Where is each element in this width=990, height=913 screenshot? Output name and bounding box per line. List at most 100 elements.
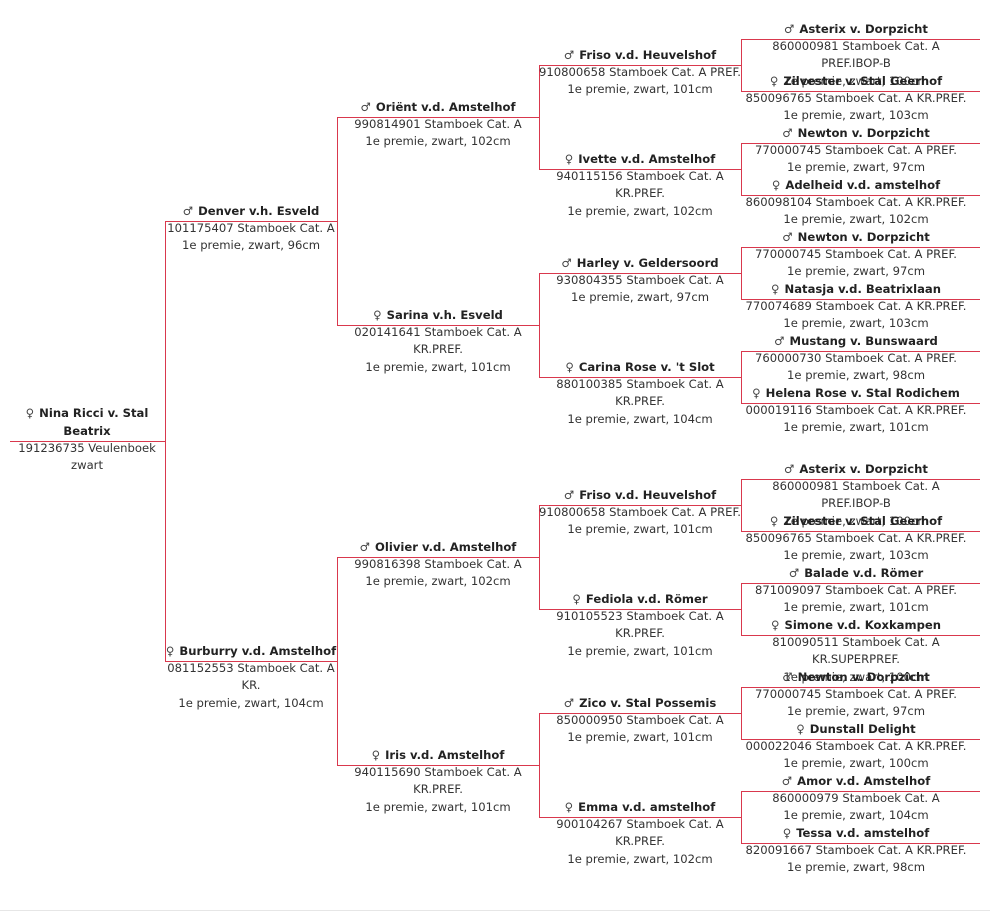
horse-detail-line: 1e premie, zwart, 104cm bbox=[567, 411, 713, 426]
horse-detail-line: KR.PREF. bbox=[615, 186, 665, 201]
horse-name-text: Asterix v. Dorpzicht bbox=[799, 21, 928, 36]
connector-horizontal bbox=[741, 479, 980, 480]
horse-name-text: Amor v.d. Amstelhof bbox=[797, 773, 931, 788]
horse-detail-line: 000019116 Stamboek Cat. A KR.PREF. bbox=[745, 403, 967, 417]
horse-name-text: Natasja v.d. Beatrixlaan bbox=[784, 281, 942, 296]
female-symbol-icon: ♀ bbox=[25, 406, 35, 421]
connector-vertical bbox=[741, 583, 742, 636]
connector-horizontal bbox=[741, 739, 980, 740]
connector-horizontal bbox=[741, 635, 980, 636]
connector-horizontal bbox=[539, 817, 742, 818]
horse-detail-line: 930804355 Stamboek Cat. A bbox=[556, 273, 724, 287]
connector-horizontal bbox=[741, 531, 980, 532]
horse-name-text: Tessa v.d. amstelhof bbox=[796, 825, 930, 840]
horse-detail-line: 1e premie, zwart, 104cm bbox=[783, 808, 929, 823]
horse-name: ♀Carina Rose v. 't Slot bbox=[539, 359, 741, 376]
horse-detail-line: 101175407 Stamboek Cat. A bbox=[167, 221, 335, 235]
connector-vertical bbox=[539, 273, 540, 378]
horse-name-text: Burburry v.d. Amstelhof bbox=[179, 643, 337, 658]
connector-vertical bbox=[165, 221, 166, 662]
connector-vertical bbox=[741, 143, 742, 196]
male-symbol-icon: ♂ bbox=[784, 21, 795, 36]
female-symbol-icon: ♀ bbox=[564, 799, 574, 814]
horse-detail-line: KR.PREF. bbox=[615, 626, 665, 641]
horse-name-text: Emma v.d. amstelhof bbox=[578, 799, 716, 814]
horse-detail-line: 191236735 Veulenboek bbox=[18, 441, 156, 455]
horse-detail-line: 910800658 Stamboek Cat. A PREF. bbox=[539, 505, 741, 519]
horse-detail-line: 1e premie, zwart, 101cm bbox=[365, 799, 511, 814]
horse-detail-line: 1e premie, zwart, 98cm bbox=[787, 860, 925, 875]
connector-horizontal bbox=[337, 765, 540, 766]
horse-detail-line: 990814901 Stamboek Cat. A bbox=[354, 117, 522, 131]
horse-detail-line: 900104267 Stamboek Cat. A bbox=[556, 817, 724, 831]
horse-detail-line: 850096765 Stamboek Cat. A KR.PREF. bbox=[745, 91, 967, 105]
connector-horizontal bbox=[741, 687, 980, 688]
horse-name: ♀Natasja v.d. Beatrixlaan bbox=[740, 281, 972, 298]
horse-name: ♀Adelheid v.d. amstelhof bbox=[740, 177, 972, 194]
horse-name: ♀ Zilvester v. Stal Geerhof bbox=[740, 513, 972, 530]
horse-name: ♂Newton v. Dorpzicht bbox=[740, 229, 972, 246]
horse-name: ♂Amor v.d. Amstelhof bbox=[740, 773, 972, 790]
female-symbol-icon: ♀ bbox=[565, 359, 574, 374]
male-symbol-icon: ♂ bbox=[782, 669, 793, 684]
horse-name: ♂Harley v. Geldersoord bbox=[539, 255, 741, 272]
female-symbol-icon: ♀ bbox=[796, 721, 805, 736]
horse-detail-line: 1e premie, zwart, 102cm bbox=[783, 212, 929, 227]
connector-vertical bbox=[741, 39, 742, 92]
connector-horizontal bbox=[741, 791, 980, 792]
horse-detail-line: 1e premie, zwart, 101cm bbox=[567, 643, 713, 658]
male-symbol-icon: ♂ bbox=[563, 695, 575, 710]
connector-horizontal bbox=[539, 377, 742, 378]
female-symbol-icon: ♀ bbox=[769, 513, 779, 528]
connector-horizontal bbox=[165, 221, 338, 222]
connector-vertical bbox=[741, 479, 742, 532]
horse-detail-line: 850096765 Stamboek Cat. A KR.PREF. bbox=[745, 531, 967, 545]
horse-detail-line: 910800658 Stamboek Cat. A PREF. bbox=[539, 65, 741, 79]
horse-detail-line: 860000979 Stamboek Cat. A bbox=[772, 791, 940, 805]
horse-name-text: Zilvester v. Stal Geerhof bbox=[783, 513, 943, 528]
horse-name-text: Fediola v.d. Römer bbox=[585, 591, 708, 606]
male-symbol-icon: ♂ bbox=[782, 125, 793, 140]
horse-name: ♂Denver v.h. Esveld bbox=[165, 203, 337, 220]
connector-horizontal bbox=[337, 557, 540, 558]
horse-detail-line: 1e premie, zwart, 96cm bbox=[182, 238, 320, 253]
connector-horizontal bbox=[337, 117, 540, 118]
female-symbol-icon: ♀ bbox=[752, 385, 761, 400]
horse-detail-line: 871009097 Stamboek Cat. A PREF. bbox=[755, 583, 957, 597]
horse-detail-line: 1e premie, zwart, 101cm bbox=[783, 600, 929, 615]
horse-name: ♂Olivier v.d. Amstelhof bbox=[337, 539, 539, 556]
male-symbol-icon: ♂ bbox=[563, 487, 575, 502]
horse-dam-dam-dam: ♀ Emma v.d. amstelhof 900104267 Stamboek C… bbox=[539, 799, 741, 869]
connector-vertical bbox=[741, 247, 742, 300]
bottom-divider bbox=[0, 910, 990, 911]
horse-name-text: Asterix v. Dorpzicht bbox=[799, 461, 928, 476]
horse-detail-line: 860000981 Stamboek Cat. A PREF.IBOP-B bbox=[772, 39, 940, 71]
horse-name-text: Friso v.d. Heuvelshof bbox=[579, 487, 717, 502]
connector-vertical bbox=[741, 791, 742, 844]
horse-detail-line: 081152553 Stamboek Cat. A bbox=[167, 661, 335, 675]
horse-name-text: Sarina v.h. Esveld bbox=[386, 307, 503, 322]
female-symbol-icon: ♀ bbox=[564, 151, 574, 166]
horse-name-text: Oriënt v.d. Amstelhof bbox=[375, 99, 516, 114]
horse-detail-line: 1e premie, zwart, 98cm bbox=[787, 368, 925, 383]
horse-name: ♀ Fediola v.d. Römer bbox=[539, 591, 741, 608]
connector-horizontal bbox=[741, 299, 980, 300]
male-symbol-icon: ♂ bbox=[561, 255, 572, 270]
horse-name: ♂Newton v. Dorpzicht bbox=[740, 669, 972, 686]
female-symbol-icon: ♀ bbox=[572, 591, 581, 606]
connector-horizontal bbox=[539, 505, 742, 506]
horse-name-text: Balade v.d. Römer bbox=[804, 565, 924, 580]
